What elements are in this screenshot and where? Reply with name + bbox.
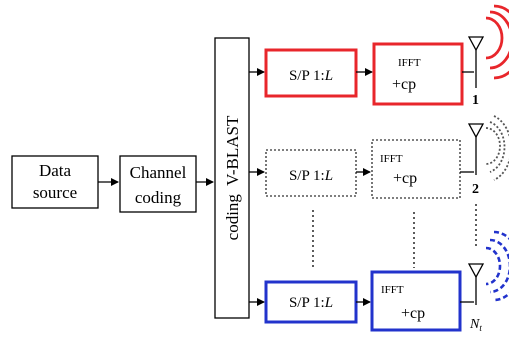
ifft-label-2: IFFT (380, 153, 403, 165)
data-source-block (11, 155, 99, 209)
channel-coding-block (119, 155, 197, 213)
sp-block-3 (264, 280, 358, 324)
antenna-index-2: 2 (472, 182, 479, 197)
antenna-icon-3 (467, 263, 485, 279)
radiation-waves-2 (485, 115, 509, 181)
channel-coding-line1: Channel (130, 163, 187, 182)
data-source-line1: Data (39, 161, 72, 180)
antenna-index-1: 1 (472, 93, 479, 108)
radiation-waves-3 (485, 230, 509, 302)
antenna-icon-1 (467, 36, 485, 52)
ifft-block-3 (370, 270, 462, 332)
cp-label-1: +cp (392, 76, 416, 93)
antenna-icon-2 (467, 123, 485, 139)
vblast-block (214, 37, 250, 319)
antenna-index-3: Nt (469, 317, 482, 333)
channel-coding-line2: coding (135, 188, 182, 207)
sp-label-1: S/P 1:L (289, 68, 333, 84)
radiation-waves-1 (485, 4, 509, 80)
ifft-block-1 (372, 42, 464, 106)
ifft-label-1: IFFT (398, 57, 421, 69)
sp-block-1 (264, 48, 358, 98)
cp-label-3: +cp (401, 305, 425, 322)
ifft-block-2 (371, 139, 461, 199)
sp-block-2 (265, 149, 357, 197)
vblast-label: coding V-BLAST (223, 115, 242, 240)
ifft-label-3: IFFT (381, 284, 404, 296)
data-source-line2: source (33, 183, 77, 202)
sp-label-2: S/P 1:L (289, 168, 333, 184)
sp-label-3: S/P 1:L (289, 295, 333, 311)
cp-label-2: +cp (393, 170, 417, 187)
